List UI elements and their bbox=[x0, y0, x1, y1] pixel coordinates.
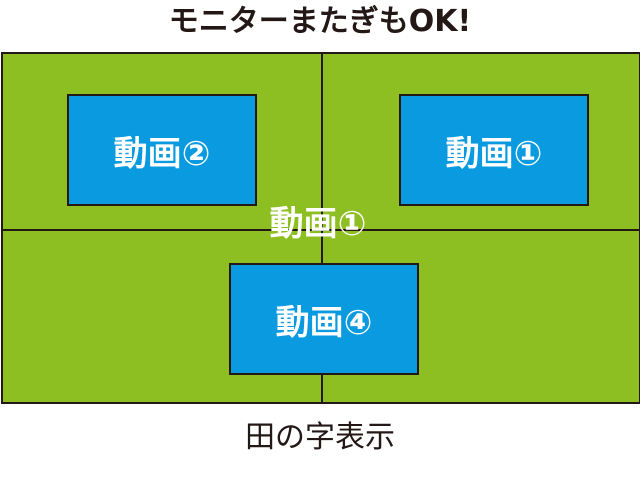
video-box-top-left: 動画② bbox=[67, 94, 257, 206]
video-label-top-left: 動画② bbox=[113, 133, 211, 174]
horizontal-divider bbox=[3, 229, 639, 231]
video-label-center: 動画① bbox=[269, 204, 367, 244]
video-box-top-right: 動画① bbox=[399, 94, 589, 206]
video-label-bottom-center: 動画④ bbox=[275, 302, 373, 343]
vertical-divider bbox=[321, 54, 323, 402]
diagram-title: モニターまたぎもOK! bbox=[168, 4, 472, 39]
video-label-top-right: 動画① bbox=[445, 133, 543, 174]
monitor-grid: 動画② 動画① 動画① 動画④ bbox=[1, 52, 640, 404]
video-box-bottom-center: 動画④ bbox=[229, 263, 419, 375]
diagram-caption: 田の字表示 bbox=[245, 420, 395, 455]
